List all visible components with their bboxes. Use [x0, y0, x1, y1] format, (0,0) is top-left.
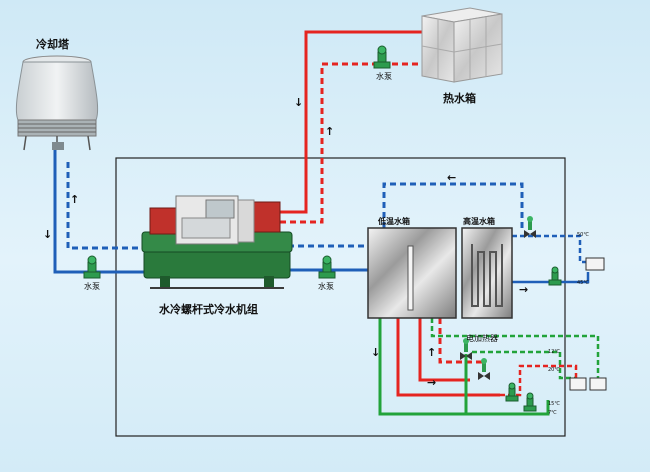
electric-heater-label: 电加热器 [466, 333, 498, 343]
pipe-hight-solid [512, 272, 590, 284]
pump-cooling [83, 255, 101, 279]
terminal-unit-low-2 [589, 377, 607, 391]
terminal-unit-low-1 [569, 377, 587, 391]
pipe-tank-loop-return [382, 182, 524, 228]
high-temp-tank-label: 高温水箱 [463, 216, 495, 226]
cooling-tower [15, 55, 99, 151]
flow-arrow-hot-down: ↓ [294, 96, 303, 109]
temp-label-15: 15℃ [548, 401, 560, 407]
pipe-hot-supply [276, 30, 428, 214]
temp-label-20: 20℃ [548, 367, 560, 373]
flow-arrow-right-low: → [427, 376, 436, 389]
pump-chilled [318, 255, 336, 279]
terminal-unit-high [585, 257, 605, 271]
pump-hot-water [373, 45, 391, 69]
temp-label-45: 45℃ [577, 280, 589, 286]
temp-label-12: 12℃ [548, 349, 560, 355]
system-frame [115, 157, 566, 437]
hot-water-tank [421, 7, 503, 83]
pump-high-temp [548, 266, 562, 286]
flow-arrow-hot-up: ↑ [325, 125, 334, 138]
low-temp-tank-label: 低温水箱 [377, 216, 410, 226]
chiller-unit [141, 195, 293, 289]
pipe-green-dashed [430, 318, 600, 392]
temp-label-7: 7℃ [548, 410, 557, 416]
valve-lower-2 [478, 358, 490, 380]
low-temp-tank-gauge [407, 245, 414, 311]
chiller-label: 水冷螺杆式冷水机组 [159, 302, 258, 316]
pipe-red-2 [418, 318, 470, 382]
pipe-red-lower-loop [500, 364, 578, 397]
pipe-red-1 [396, 318, 500, 397]
flow-arrow-right-1: → [519, 283, 528, 296]
pipe-tower-return [66, 158, 148, 250]
hot-water-tank-label: 热水箱 [443, 91, 476, 105]
pipe-red-dashed [438, 318, 484, 364]
pump-cooling-label: 水泵 [84, 281, 100, 291]
valve-upper [524, 216, 536, 238]
temp-label-50: 50℃ [577, 232, 589, 238]
cooling-tower-label: 冷却塔 [36, 37, 70, 51]
flow-arrow-loop-left: ← [447, 171, 456, 184]
flow-arrow-tower-up: ↑ [70, 193, 79, 206]
pump-chilled-label: 水泵 [318, 281, 334, 291]
pump-lower-2 [523, 392, 537, 412]
pipe-hight-dashed [512, 234, 588, 264]
pipe-green-solid-1 [378, 318, 550, 416]
flow-arrow-tower-down: ↓ [43, 228, 52, 241]
flow-arrow-up-low: ↑ [427, 346, 436, 359]
pipe-hot-return [276, 62, 428, 224]
high-temp-tank [461, 227, 513, 319]
pipe-tower-supply [53, 150, 148, 274]
valve-lower-1 [460, 338, 472, 360]
pump-lower-1 [505, 382, 519, 402]
heater-coil [471, 244, 503, 307]
flow-arrow-down-low: ↓ [371, 346, 380, 359]
pump-hot-water-label: 水泵 [376, 71, 392, 81]
